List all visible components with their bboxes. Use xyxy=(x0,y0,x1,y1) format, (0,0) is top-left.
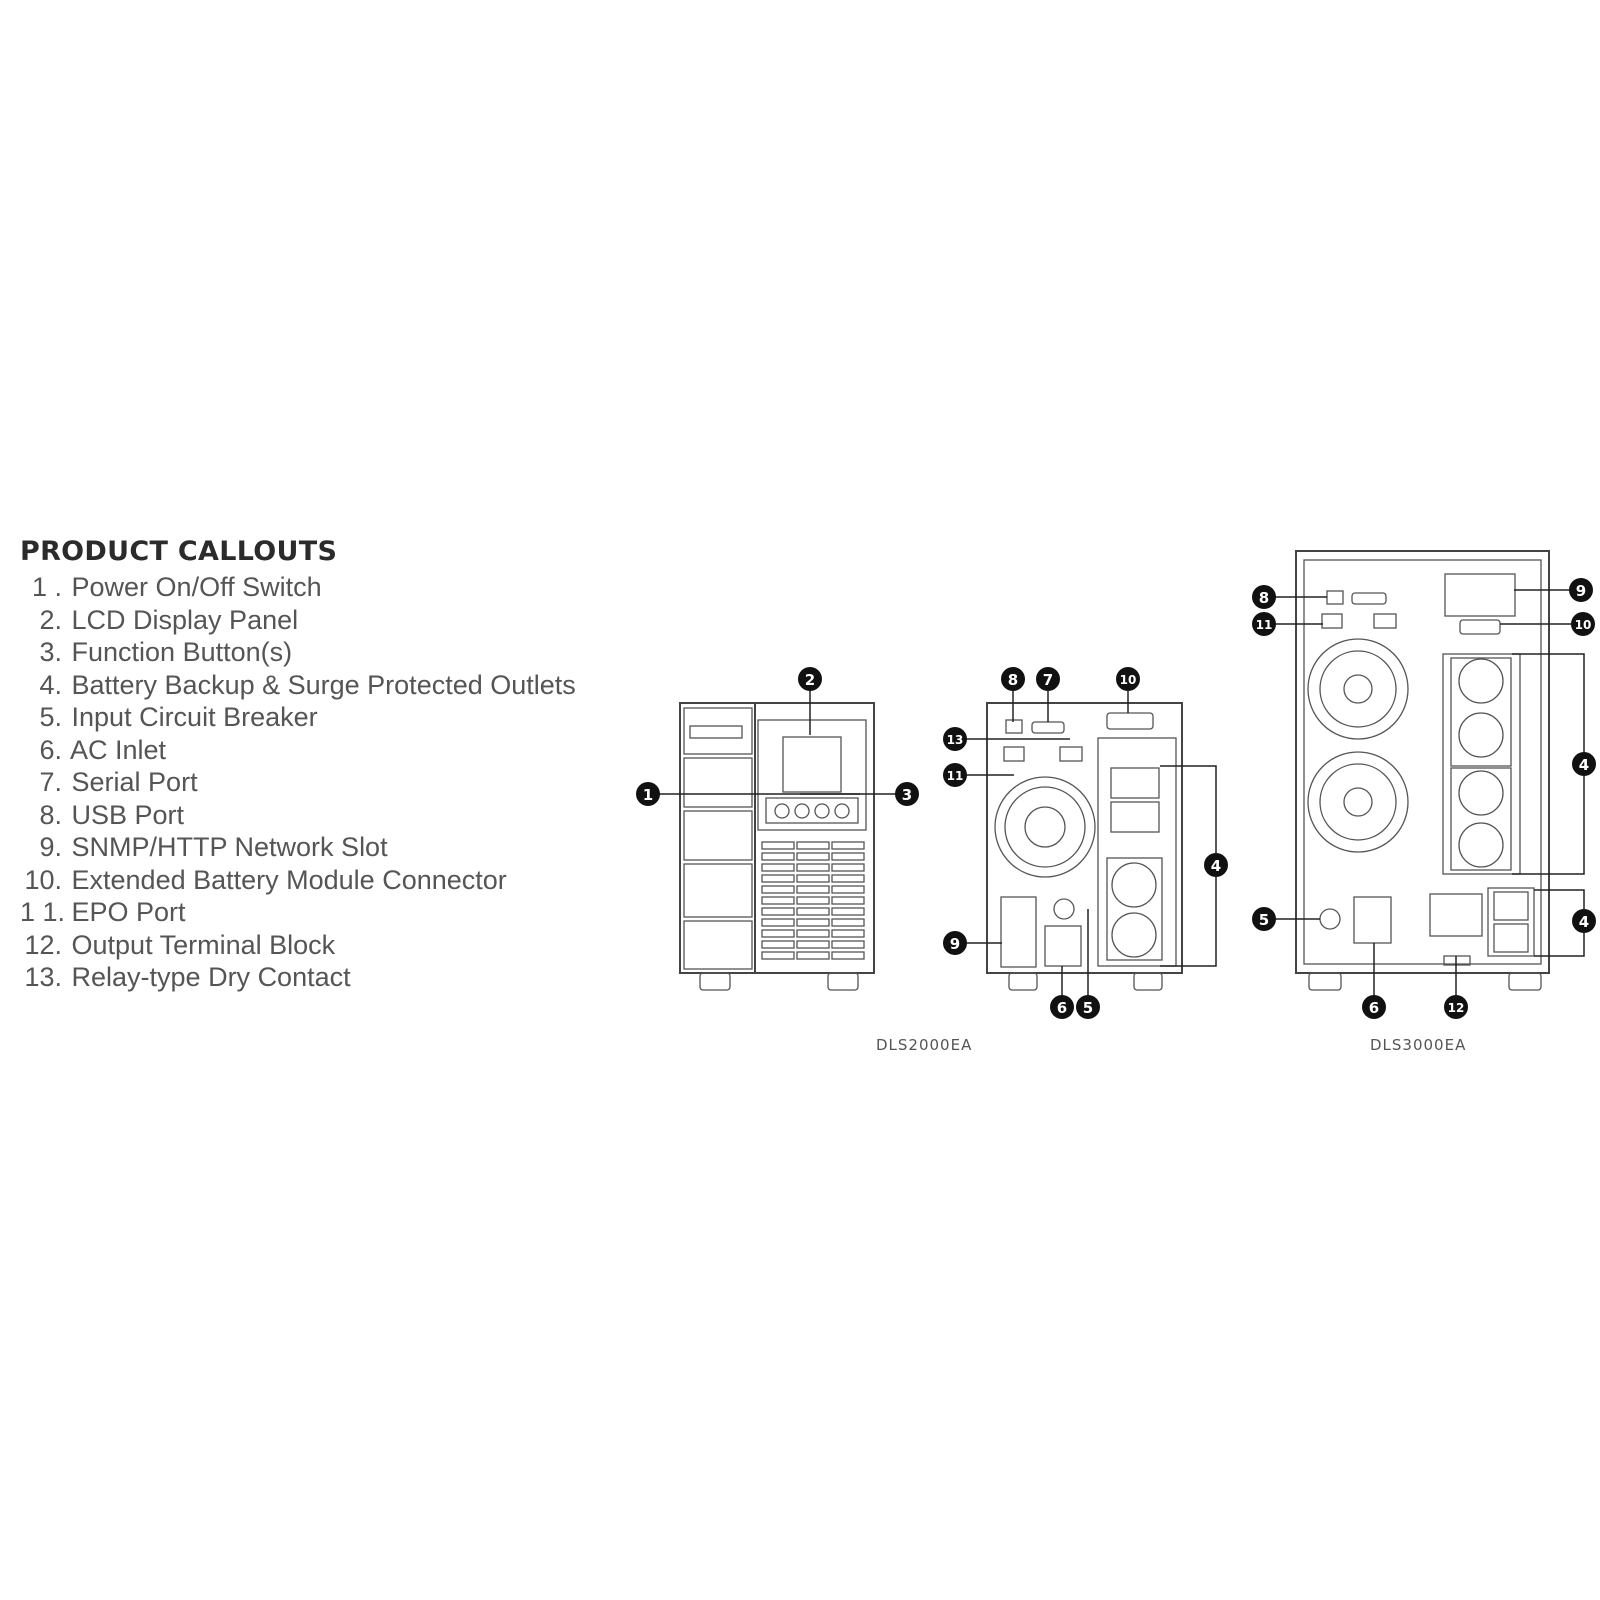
list-item: 9. SNMP/HTTP Network Slot xyxy=(39,832,388,862)
svg-text:1: 1 xyxy=(643,786,653,804)
svg-text:8: 8 xyxy=(1259,589,1269,607)
callout-marker: 12 xyxy=(1444,995,1468,1019)
svg-text:8: 8 xyxy=(1008,671,1018,689)
list-item: 13. Relay-type Dry Contact xyxy=(24,962,351,992)
rear-view-3000 xyxy=(1295,550,1550,991)
svg-text:4: 4 xyxy=(1579,756,1589,774)
callout-marker: 9 xyxy=(943,931,967,955)
callout-marker: 13 xyxy=(943,727,967,751)
svg-text:3: 3 xyxy=(902,786,912,804)
callout-marker: 11 xyxy=(943,763,967,787)
callout-marker: 9 xyxy=(1569,578,1593,602)
svg-text:5: 5 xyxy=(1083,999,1093,1017)
callout-marker: 6 xyxy=(1050,995,1074,1019)
callout-marker: 1 xyxy=(636,782,660,806)
front-view xyxy=(679,702,875,991)
svg-text:11: 11 xyxy=(947,769,964,783)
svg-text:6: 6 xyxy=(1057,999,1067,1017)
callout-marker: 4 xyxy=(1572,909,1596,933)
svg-text:7: 7 xyxy=(1043,671,1053,689)
callout-marker: 6 xyxy=(1362,995,1386,1019)
callout-list: 1 . Power On/Off Switch 2. LCD Display P… xyxy=(20,571,640,994)
list-item: 10. Extended Battery Module Connector xyxy=(24,864,507,895)
svg-text:4: 4 xyxy=(1211,857,1221,875)
list-item: 2. LCD Display Panel xyxy=(39,604,299,635)
svg-text:5: 5 xyxy=(1259,911,1269,929)
callout-marker: 7 xyxy=(1036,667,1060,691)
list-item: 5. Input Circuit Breaker xyxy=(39,702,318,732)
list-item: 4. Battery Backup & Surge Protected Outl… xyxy=(39,669,576,700)
svg-text:4: 4 xyxy=(1579,913,1589,931)
list-item: 6. AC Inlet xyxy=(39,734,167,765)
vent-grille xyxy=(761,841,865,960)
svg-text:10: 10 xyxy=(1575,618,1592,632)
product-callouts: PRODUCT CALLOUTS 1 . Power On/Off Switch… xyxy=(20,536,640,994)
callout-marker: 10 xyxy=(1116,667,1140,691)
callout-marker: 10 xyxy=(1571,612,1595,636)
callout-marker: 5 xyxy=(1252,907,1276,931)
callouts-title: PRODUCT CALLOUTS xyxy=(20,536,338,567)
list-item: 8. USB Port xyxy=(39,799,185,830)
callout-marker: 11 xyxy=(1252,612,1276,636)
list-item: 3. Function Button(s) xyxy=(39,637,293,667)
svg-text:9: 9 xyxy=(950,935,960,953)
callout-marker: 5 xyxy=(1076,995,1100,1019)
list-item: 1 . Power On/Off Switch xyxy=(31,572,322,602)
svg-text:2: 2 xyxy=(805,671,815,689)
svg-text:11: 11 xyxy=(1256,618,1273,632)
svg-text:10: 10 xyxy=(1120,673,1137,687)
list-item: 7. Serial Port xyxy=(39,767,198,797)
svg-text:13: 13 xyxy=(947,733,964,747)
list-item: 12. Output Terminal Block xyxy=(24,929,336,960)
callout-marker: 2 xyxy=(798,667,822,691)
model-label-left: DLS2000EA xyxy=(876,1036,973,1054)
rear-view-2000 xyxy=(986,702,1183,991)
callout-marker: 3 xyxy=(895,782,919,806)
svg-text:12: 12 xyxy=(1448,1001,1465,1015)
callout-marker: 4 xyxy=(1572,752,1596,776)
callout-marker: 4 xyxy=(1204,853,1228,877)
callout-marker: 8 xyxy=(1252,585,1276,609)
list-item: 1 1. EPO Port xyxy=(20,897,186,927)
svg-text:9: 9 xyxy=(1576,582,1586,600)
model-label-right: DLS3000EA xyxy=(1370,1036,1467,1054)
svg-text:6: 6 xyxy=(1369,999,1379,1017)
callout-marker: 8 xyxy=(1001,667,1025,691)
